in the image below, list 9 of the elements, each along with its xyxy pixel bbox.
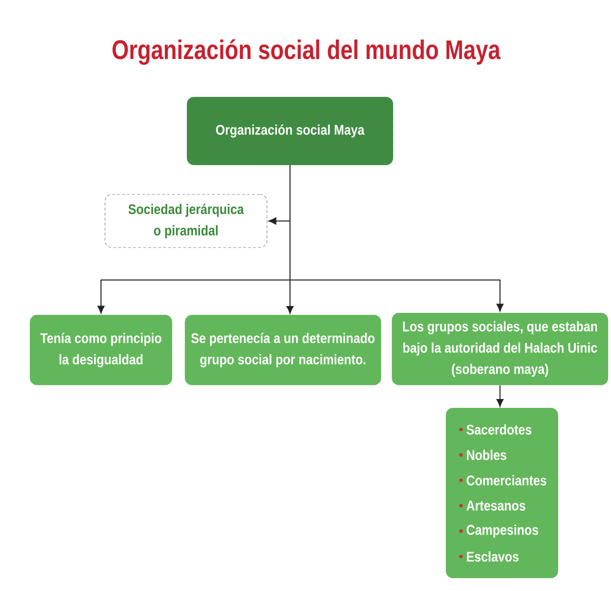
list-box: Sacerdotes Nobles Comerciantes Artesanos Campesinos Esclavos (446, 408, 558, 578)
process-box: Tenía como principio la desigualdad (30, 314, 172, 386)
connector-arrow (496, 384, 504, 407)
process-box: Los grupos sociales, que estaban bajo la autoridad del Halach Uinic (soberano maya) (392, 312, 608, 386)
connector-arrow (290, 164, 504, 312)
title: Organización social del mundo Maya (112, 39, 501, 65)
root-box: Organización social Maya (186, 96, 394, 166)
note-box: Sociedad jerárquica o piramidal (104, 194, 268, 248)
process-box: Se pertenecía a un determinado grupo social por nacimiento. (184, 314, 382, 386)
